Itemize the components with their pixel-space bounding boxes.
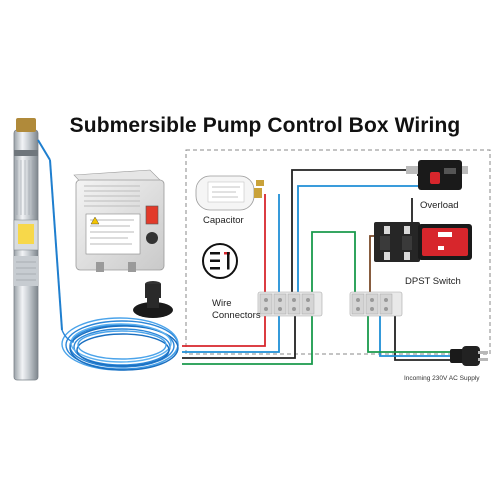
overload-label: Overload xyxy=(420,200,459,211)
logo-icon xyxy=(202,243,238,279)
wire-pump-red xyxy=(182,316,266,347)
dpst-switch-icon xyxy=(374,222,420,262)
cable-coil-icon xyxy=(61,317,179,371)
wire-right-blue xyxy=(379,316,452,357)
wire-pump-black xyxy=(182,316,296,359)
control-box-outline xyxy=(185,149,491,355)
control-box-icon xyxy=(73,169,165,272)
wire-pump-blue xyxy=(182,316,280,353)
wire-green-top xyxy=(311,231,356,292)
page-title: Submersible Pump Control Box Wiring xyxy=(69,114,461,137)
wire-connectors-right xyxy=(349,291,403,317)
pump-icon xyxy=(13,118,63,381)
dpst-switch-label: DPST Switch xyxy=(405,276,461,287)
wire-right-green xyxy=(367,316,452,353)
wire-overload-switch xyxy=(400,198,413,225)
wire-connectors-left xyxy=(257,291,323,317)
capacitor-icon xyxy=(195,175,264,211)
plug-icon xyxy=(450,346,488,366)
wire-pump-green xyxy=(182,316,313,365)
overload-icon xyxy=(406,160,468,190)
capacitor-label: Capacitor xyxy=(203,215,244,226)
incoming-supply-label: Incoming 230V AC Supply xyxy=(404,375,480,382)
cable-gland-icon xyxy=(133,281,173,318)
wire-right-black xyxy=(394,292,452,361)
wire-connectors-label-line1: Wire xyxy=(212,298,232,309)
wire-connectors-label-line2: Connectors xyxy=(212,310,261,321)
rocker-switch-icon xyxy=(418,224,472,260)
